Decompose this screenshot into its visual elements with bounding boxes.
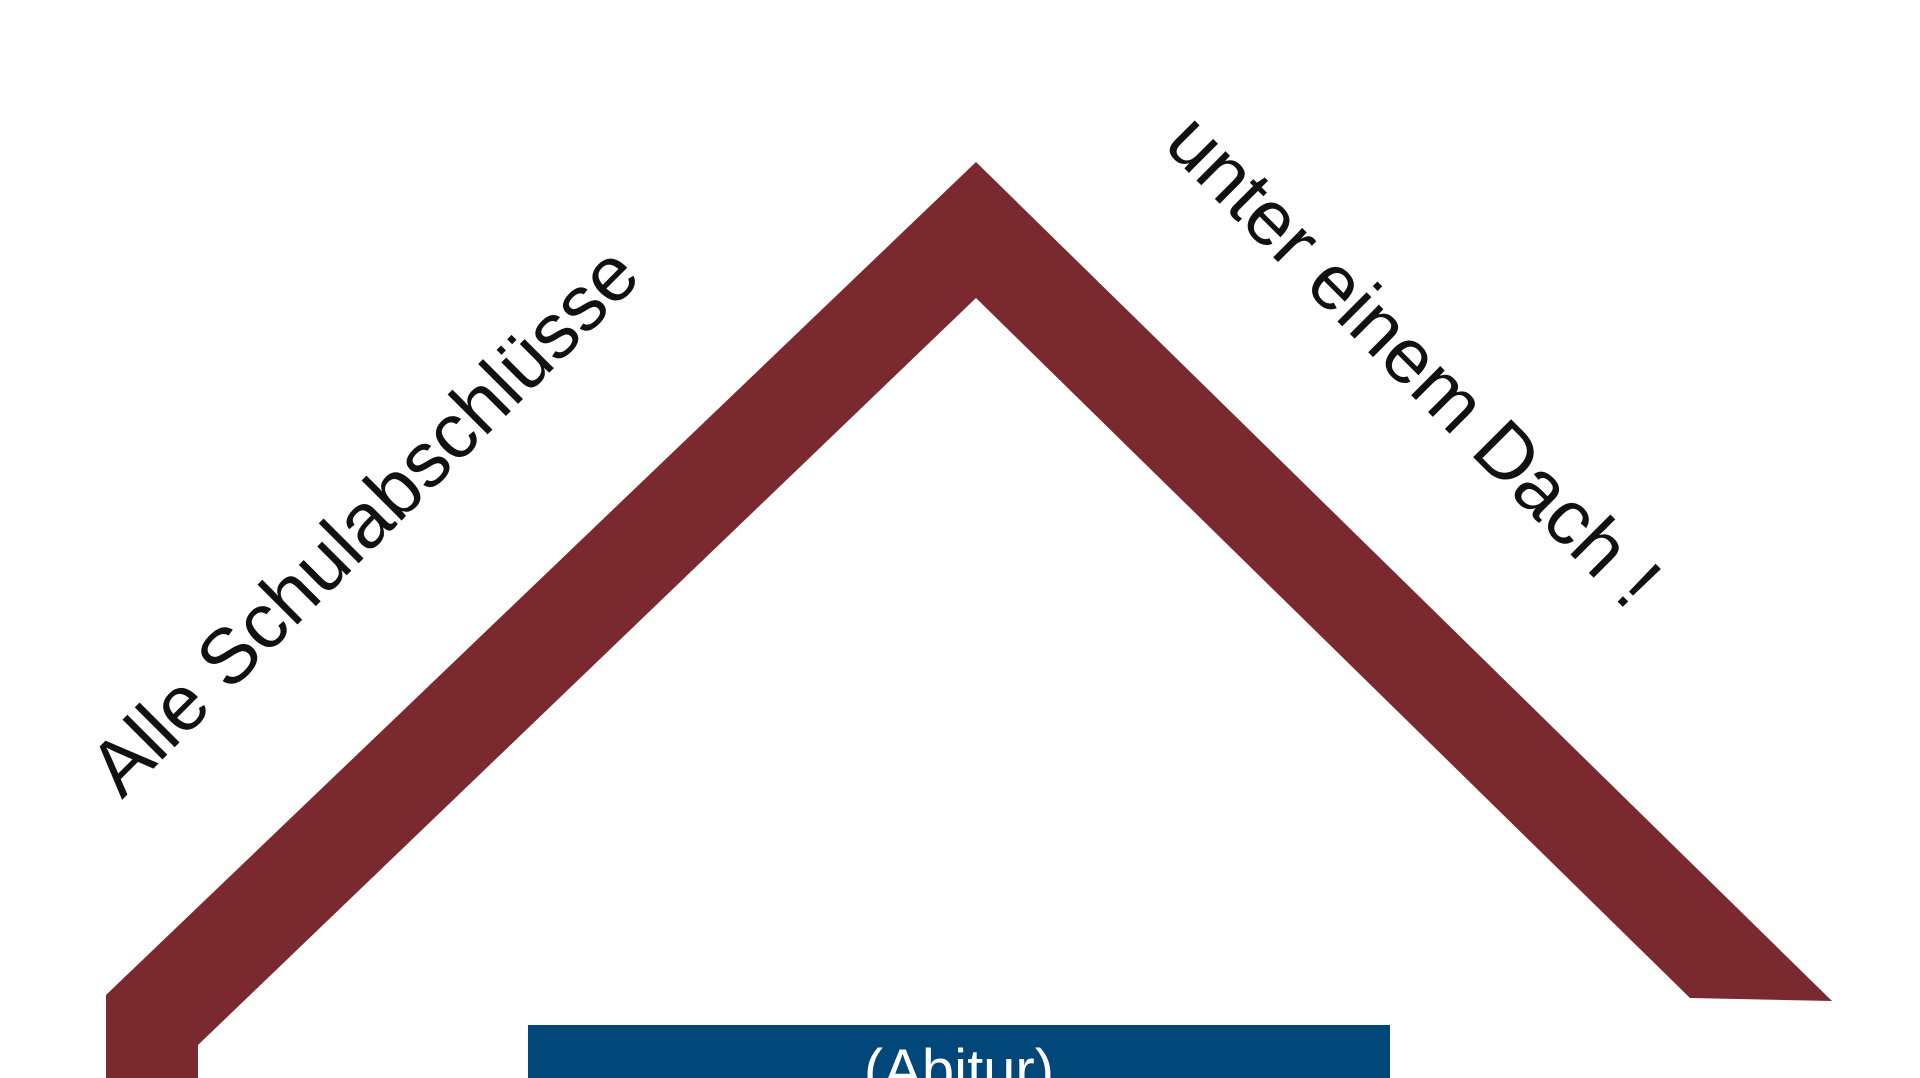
abitur-label: (Abitur) xyxy=(864,1038,1054,1078)
house-roof-icon xyxy=(106,162,1832,1078)
slogan-left: Alle Schulabschlüsse xyxy=(72,229,655,812)
abitur-box xyxy=(528,1025,1390,1078)
slogan-left-group: Alle Schulabschlüsse xyxy=(72,229,655,812)
